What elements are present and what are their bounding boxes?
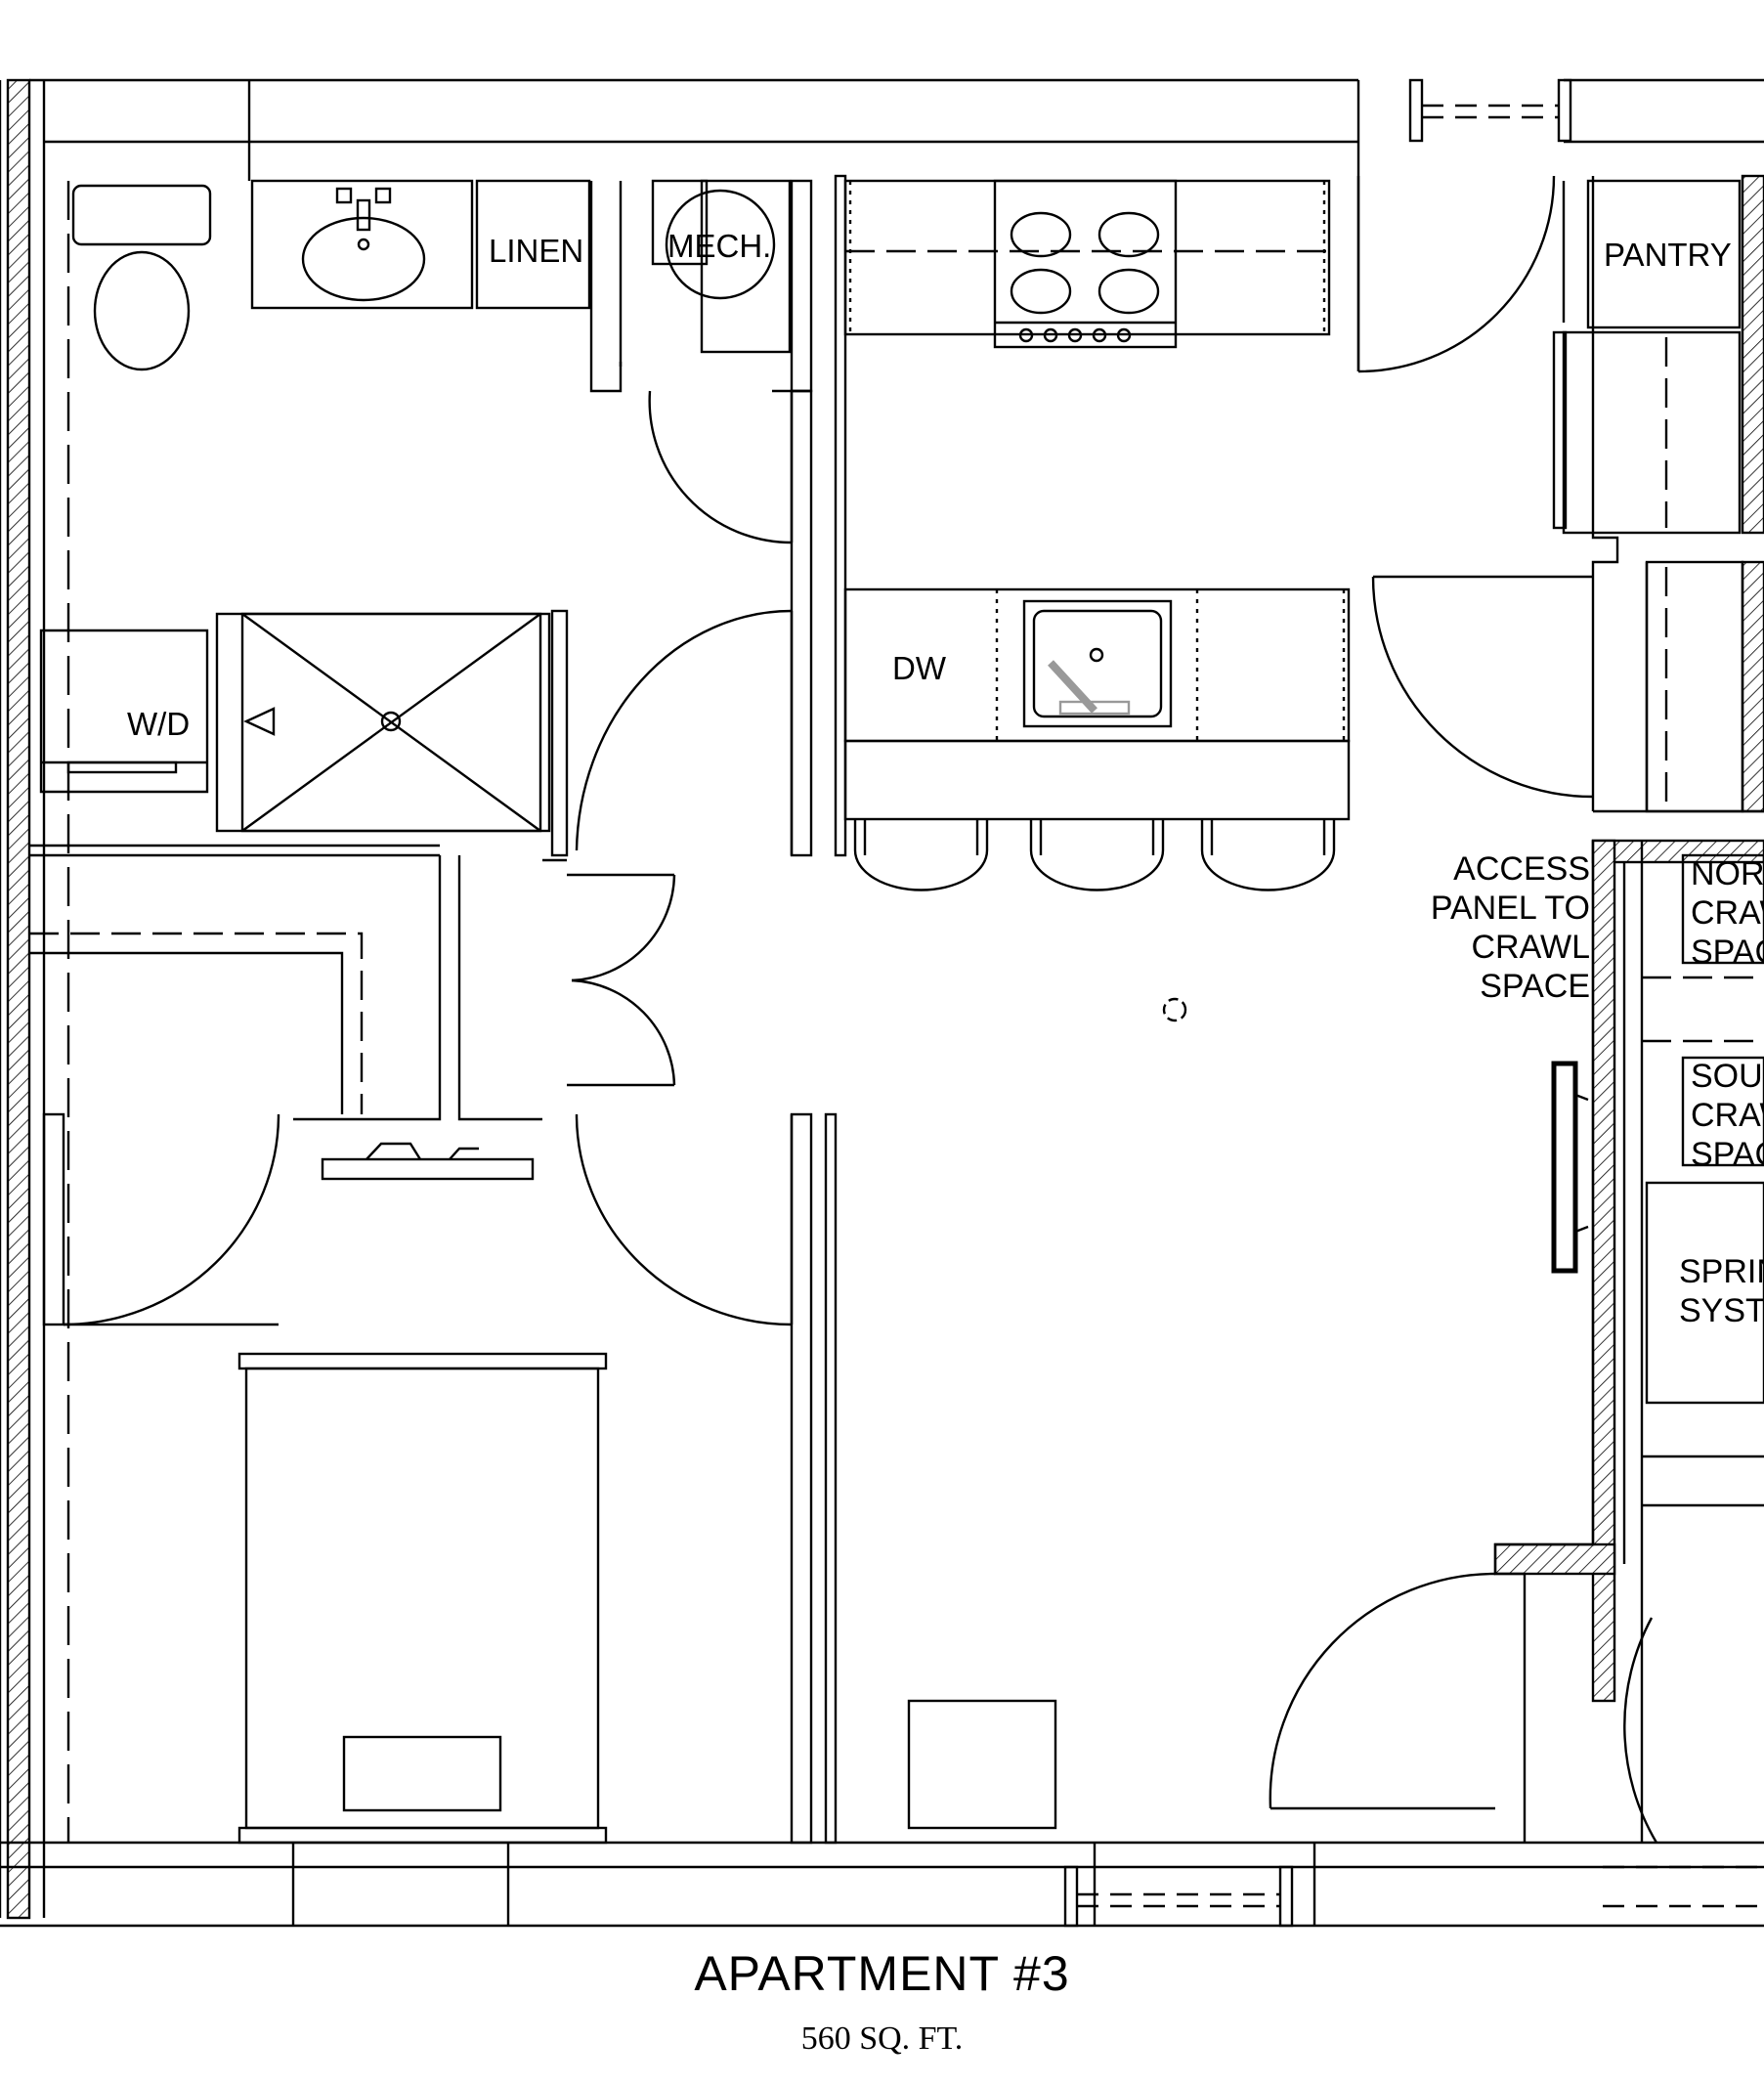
sprinkler-label: SPRIN SYSTE <box>1679 1253 1764 1329</box>
pantry <box>1552 179 1744 813</box>
exterior-wall-top <box>29 78 1764 181</box>
door-mech <box>648 390 794 544</box>
exterior-wall-bottom <box>0 1841 1764 1928</box>
dishwasher-label: DW <box>892 650 947 686</box>
mech-label: MECH. <box>667 228 771 264</box>
kitchen-island <box>843 587 1351 821</box>
door-bedroom-right <box>575 1113 794 1326</box>
plan-title: APARTMENT #3 <box>694 1946 1070 2001</box>
door-entry-top <box>1356 175 1556 373</box>
plan-area: 560 SQ. FT. <box>800 2020 964 2057</box>
interior-walls <box>29 174 1764 1845</box>
crawl-space-area <box>1642 853 1764 1507</box>
sprinkler-line-2: SYSTE <box>1679 1292 1764 1329</box>
nightstand <box>907 1699 1057 1830</box>
toilet <box>71 184 212 371</box>
kitchen-counter-top <box>843 179 1331 336</box>
linen-label: LINEN <box>489 233 583 269</box>
south-crawl-label: SOUT CRAW SPAC <box>1691 1058 1764 1173</box>
wall-tv <box>1551 1061 1589 1274</box>
door-right-middle <box>1371 575 1594 799</box>
mech-closet <box>651 179 792 354</box>
door-entry-bottom <box>1269 1572 1658 1844</box>
south-crawl-line-3: SPAC <box>1691 1136 1764 1173</box>
exterior-wall-left <box>0 78 46 1920</box>
north-crawl-line-3: SPAC <box>1691 934 1764 971</box>
bathroom-vanity <box>250 179 474 310</box>
stove <box>993 179 1178 349</box>
washer-dryer-label: W/D <box>127 706 190 742</box>
access-panel-line-3: CRAWL <box>1471 929 1590 966</box>
door-bedroom-left <box>63 1113 280 1326</box>
bar-stools <box>853 819 1336 891</box>
south-crawl-line-1: SOUT <box>1691 1058 1764 1095</box>
bed <box>237 1352 608 1845</box>
sprinkler-line-1: SPRIN <box>1679 1253 1764 1290</box>
door-closet-double <box>567 873 676 1087</box>
south-crawl-line-2: CRAW <box>1691 1097 1764 1134</box>
access-panel-line-4: SPACE <box>1480 968 1590 1005</box>
door-bath <box>575 609 794 855</box>
baseboard-heater <box>321 1142 535 1181</box>
shower <box>215 612 551 833</box>
kitchen-sink <box>1022 599 1173 728</box>
access-panel-note: ACCESS PANEL TO CRAWL SPACE <box>1431 850 1590 1005</box>
access-panel-line-2: PANEL TO <box>1431 890 1590 927</box>
north-crawl-line-2: CRAW <box>1691 894 1764 932</box>
pantry-label: PANTRY <box>1604 237 1732 273</box>
linen-closet <box>475 179 591 310</box>
north-crawl-label: NOR CRAW SPAC <box>1691 855 1764 971</box>
access-panel-line-1: ACCESS <box>1453 850 1590 888</box>
north-crawl-line-1: NOR <box>1691 855 1764 892</box>
smoke-detector <box>1162 997 1187 1022</box>
